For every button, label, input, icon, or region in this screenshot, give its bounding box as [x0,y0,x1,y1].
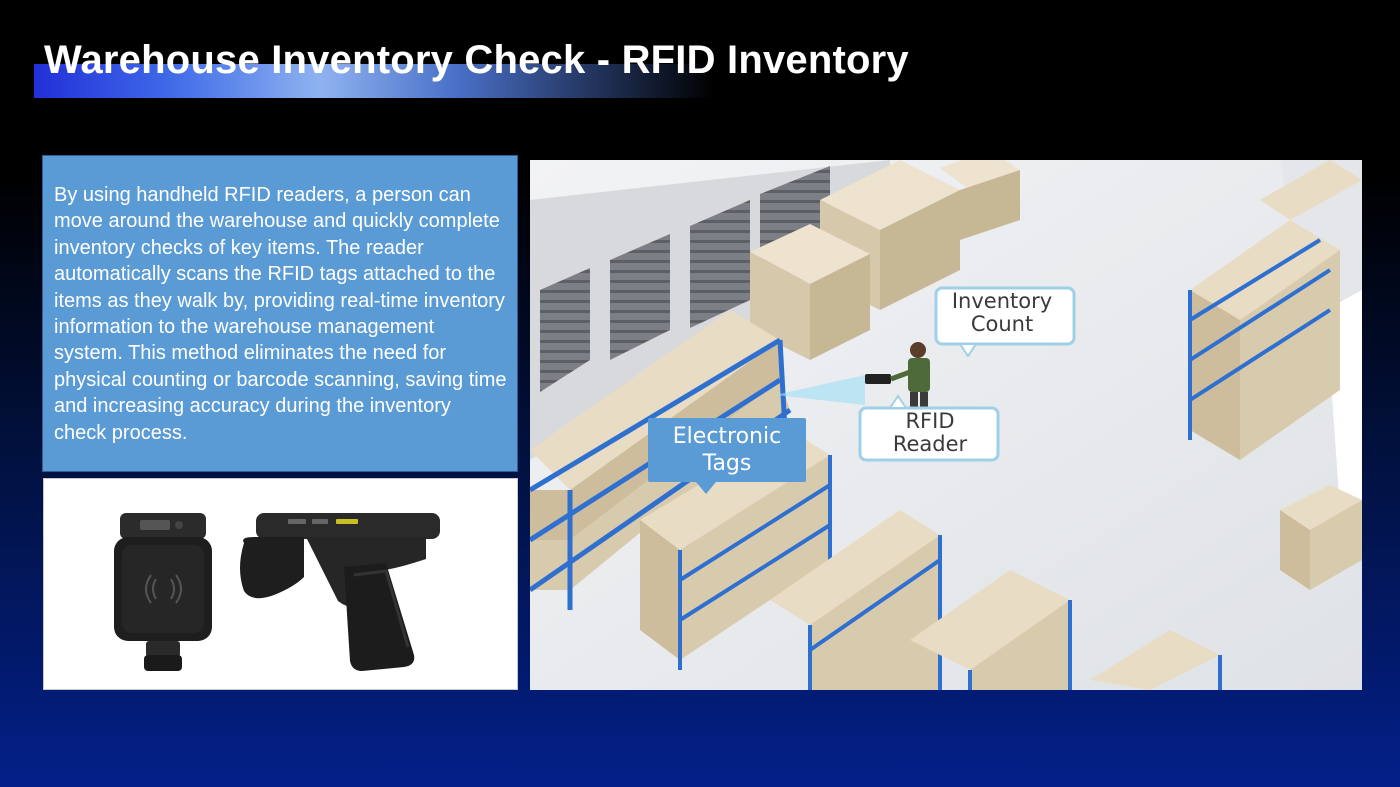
pallet-stack-back [750,160,1020,360]
callout-rfid-reader-line2: Reader [893,432,968,456]
rfid-pistol-grip [240,513,440,671]
slide-title: Warehouse Inventory Check - RFID Invento… [44,38,909,82]
callout-electronic-tags-line2: Tags [702,451,752,476]
callout-inventory-count-line1: Inventory [952,289,1052,313]
callout-electronic-tags-line1: Electronic [673,424,781,449]
callout-inventory-count-line2: Count [971,312,1033,336]
rfid-devices-illustration [114,513,440,671]
rfid-device-image [43,478,518,690]
callout-rfid-reader-line1: RFID [905,409,954,433]
warehouse-illustration: Inventory Count RFID Reader Electronic T… [530,160,1362,690]
shelf-lower [770,510,1222,690]
callout-inventory-count: Inventory Count [934,286,1076,358]
description-text: By using handheld RFID readers, a person… [54,184,507,444]
shelf-right [1188,160,1362,590]
description-panel: By using handheld RFID readers, a person… [42,155,518,472]
title-accent-bar [34,64,714,98]
warehouse-scene-image: Inventory Count RFID Reader Electronic T… [530,160,1362,690]
callout-electronic-tags: Electronic Tags [648,418,806,494]
callout-rfid-reader: RFID Reader [858,394,1000,462]
rfid-reader-module [114,513,212,671]
